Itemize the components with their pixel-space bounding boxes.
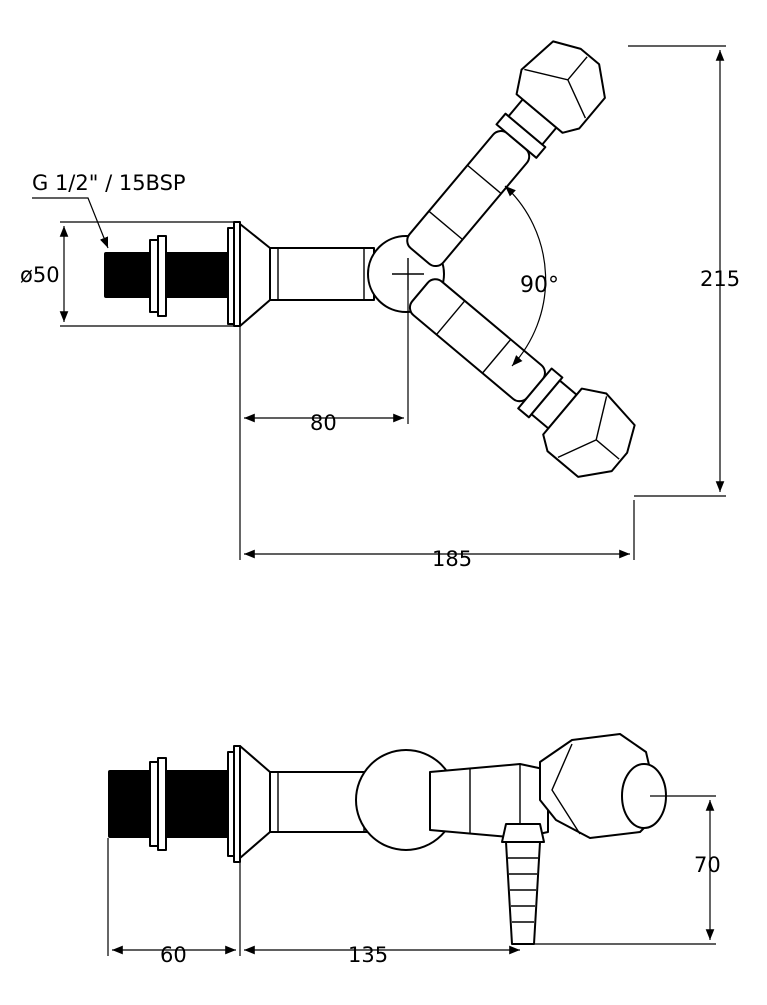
side-view: 70 60 135 [107,733,721,967]
angle-arc [504,185,547,367]
body-pipe [239,223,375,327]
angle-label: 90° [520,273,559,298]
thread-leader [32,197,109,249]
side-thread [108,745,241,863]
thread-inlet [104,221,241,327]
side-handle [539,733,667,839]
dim-70-label: 70 [694,853,721,877]
dim-80-label: 80 [310,411,337,435]
dim-60-label: 60 [160,943,187,967]
dim-185-label: 185 [432,547,472,571]
side-body [239,745,549,859]
upper-arm [406,40,606,268]
lower-arm [408,278,636,478]
dim-215-label: 215 [700,267,740,291]
hose-nozzle [501,823,545,945]
thread-label: G 1/2" / 15BSP [32,171,186,195]
diameter-label: ø50 [20,263,60,287]
top-view: 90° G 1/2" / 15BSP ø50 80 185 215 [20,40,740,571]
dim-135-label: 135 [348,943,388,967]
